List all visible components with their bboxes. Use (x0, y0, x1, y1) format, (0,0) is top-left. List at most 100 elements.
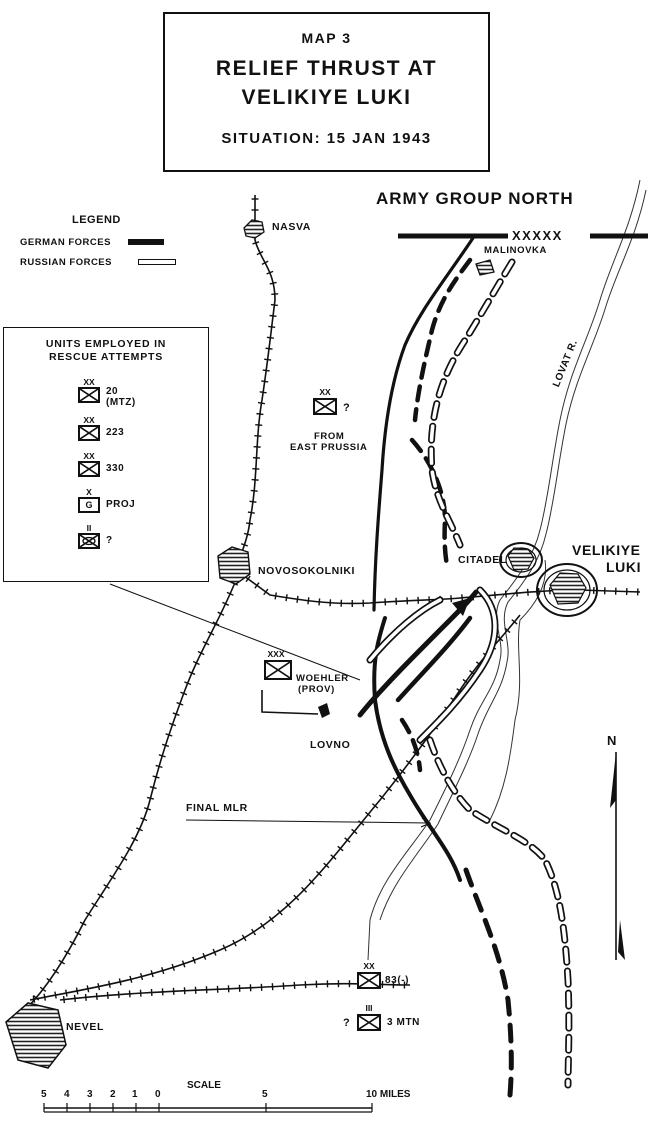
railway-crosstie (158, 754, 166, 758)
railway-crosstie (146, 796, 155, 800)
unit-name-sub: (MTZ) (106, 397, 136, 408)
railway-crosstie (255, 423, 263, 426)
scale-bar (43, 1103, 373, 1113)
railway-crosstie (246, 522, 254, 525)
scale-tick-label: 10 MILES (366, 1089, 411, 1100)
unit-echelon: XX (83, 451, 95, 461)
railway-crosstie (261, 380, 269, 383)
railway-crosstie (84, 993, 87, 1001)
railway-crosstie (202, 641, 210, 646)
railway-crosstie (245, 575, 251, 583)
railway-crosstie (285, 594, 288, 602)
railway-crosstie (268, 916, 275, 923)
relief-thrust-arrow (452, 598, 470, 616)
railway-crosstie (176, 701, 184, 706)
railway-crosstie (515, 589, 518, 597)
railway-crossties (25, 198, 639, 1009)
railway-crosstie (120, 856, 128, 861)
railway-crosstie (62, 996, 66, 1004)
railway-crosstie (262, 369, 270, 372)
unit-name: 83(-) (385, 975, 410, 986)
railway-crosstie (263, 588, 269, 596)
unit-name: 20 (106, 386, 119, 397)
railway-crosstie (307, 597, 310, 605)
unit-question-mark: ? (343, 402, 351, 414)
railway-crosstie (143, 807, 152, 811)
final-mlr-label: FINAL MLR (186, 802, 248, 814)
brigade-g-icon: G (78, 497, 100, 513)
railway-crosstie (168, 722, 177, 727)
mountain-regiment-icon (357, 1014, 381, 1031)
railway-crosstie (65, 989, 68, 997)
railway-crosstie (274, 592, 277, 600)
railway-crosstie (385, 786, 393, 792)
railway-crosstie (155, 764, 163, 769)
infantry-division-icon (313, 398, 337, 415)
railway-crosstie (181, 960, 186, 968)
railway-crosstie (75, 987, 79, 995)
railway-crosstie (140, 817, 148, 822)
railway-crosstie (256, 412, 264, 416)
railway-crosstie (97, 983, 101, 991)
railway-crosstie (131, 836, 139, 842)
railway-crosstie (504, 627, 511, 634)
railway-crosstie (243, 532, 252, 536)
railway-crosstie (269, 314, 277, 318)
railway-crosstie (222, 601, 230, 606)
legend-russian-swatch (138, 259, 176, 265)
railway-crosstie (217, 611, 225, 616)
railway-crosstie (85, 911, 92, 917)
nasva-symbol (243, 219, 265, 239)
railway-crosstie (268, 325, 276, 328)
novosokolniki-symbol (217, 546, 251, 585)
railway-crosstie (115, 865, 122, 871)
railway-crosstie (192, 660, 200, 666)
boundary-symbol: XXXXX (512, 228, 563, 243)
place-citadel: CITADEL (458, 554, 507, 566)
railway-crosstie (117, 991, 120, 999)
railway-crosstie (266, 270, 274, 275)
railway-crosstie (323, 862, 330, 869)
scale-tick-label: 4 (64, 1089, 70, 1100)
railway-crosstie (106, 991, 109, 1000)
railway-crosstie (296, 595, 299, 603)
railway-crosstie (240, 543, 248, 547)
railway-crosstie (149, 786, 157, 790)
railway-crosstie (197, 650, 205, 656)
railway-crosstie (222, 944, 227, 952)
railway-crosstie (109, 874, 116, 880)
railway-crosstie (504, 590, 507, 598)
unit-name: 223 (106, 427, 125, 438)
unit-echelon: XXX (267, 649, 285, 659)
railway-crosstie (265, 347, 273, 350)
malinovka-symbol (475, 259, 495, 276)
railway-crosstie (259, 391, 267, 394)
place-lovno: LOVNO (310, 739, 351, 751)
railway-crosstie (371, 803, 379, 809)
east-prussia-line2: EAST PRUSSIA (290, 442, 368, 453)
unit-330: XX 330 (76, 452, 206, 486)
unit-name: PROJ (106, 499, 136, 510)
railway-crosstie (135, 827, 143, 832)
scale-tick-label: 5 (262, 1089, 268, 1100)
railway-crosstie (207, 631, 215, 636)
railway-crosstie (172, 712, 180, 716)
railway-crosstie (392, 777, 399, 783)
unit-g-proj: X G PROJ (76, 488, 206, 522)
railway-crosstie (232, 939, 237, 947)
railway-crosstie (301, 886, 308, 893)
place-luki: LUKI (606, 559, 642, 575)
units-employed-box: UNITS EMPLOYED IN RESCUE ATTEMPTS XX 20 … (3, 327, 209, 582)
railway-crosstie (184, 681, 192, 686)
railway-crosstie (344, 837, 351, 843)
railway-crosstie (165, 733, 173, 737)
scale-title: SCALE (187, 1080, 221, 1091)
railway-crosstie (79, 921, 87, 926)
mountain-regiment-3: III 3 MTN (355, 1004, 455, 1040)
railway-crosstie (64, 950, 71, 956)
scale-tick-label: 0 (155, 1089, 161, 1100)
map-situation: SITUATION: 15 JAN 1943 (221, 130, 432, 147)
railway-crosstie (378, 794, 386, 801)
railway-crosstie (54, 991, 57, 999)
